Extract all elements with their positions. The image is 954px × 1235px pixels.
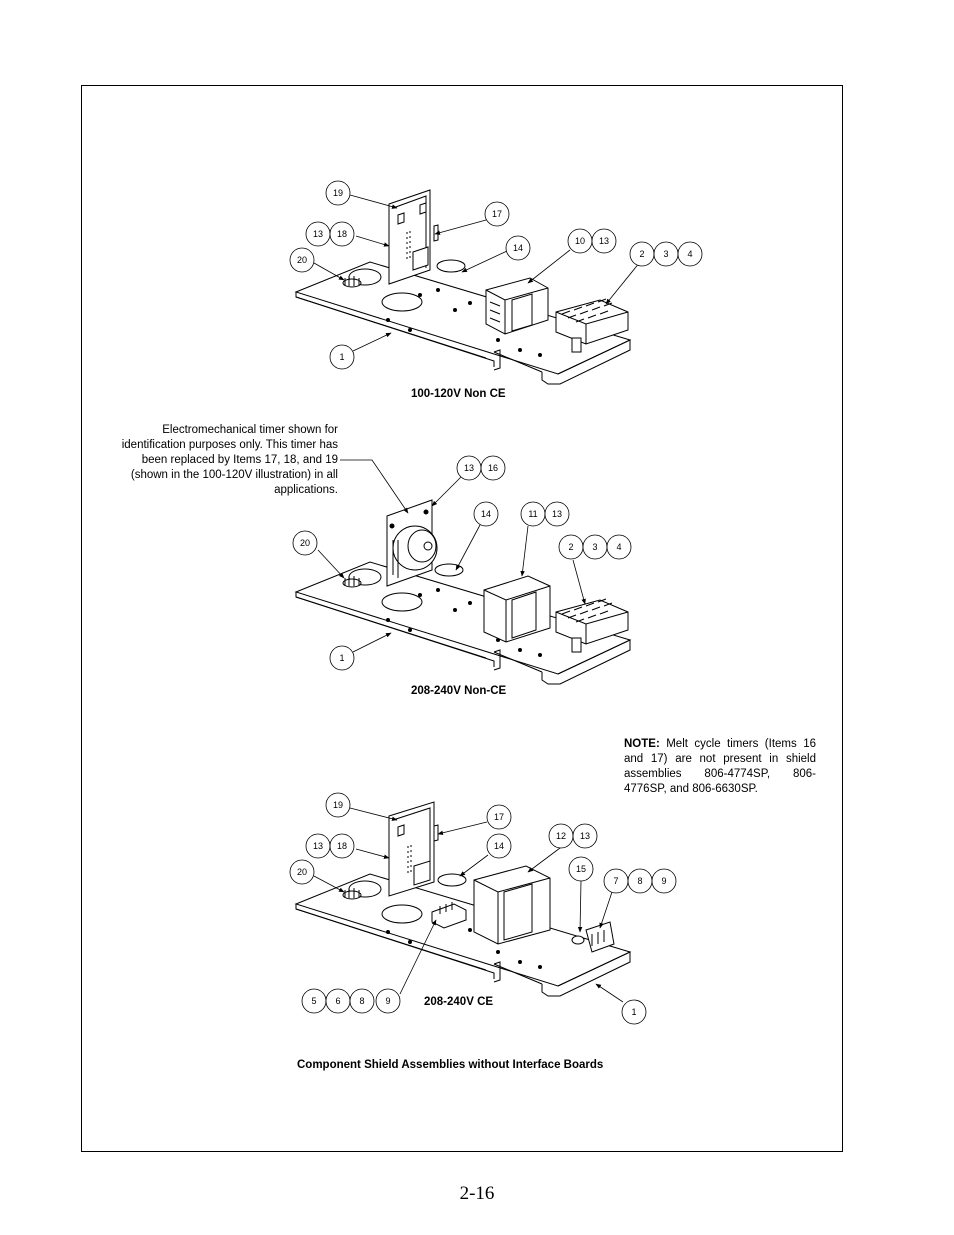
svg-text:8: 8 [637, 876, 642, 886]
caption-100-120v: 100-120V Non CE [411, 388, 506, 400]
assembly-1-leaders [313, 194, 641, 352]
svg-text:1: 1 [631, 1007, 636, 1017]
callout-18 [329, 833, 355, 859]
svg-text:4: 4 [687, 249, 692, 259]
svg-text:14: 14 [513, 243, 523, 253]
callout-14 [473, 501, 499, 527]
callout-4 [606, 534, 632, 560]
caption-208-240v-non-ce: 208-240V Non-CE [411, 685, 507, 697]
svg-text:18: 18 [337, 841, 347, 851]
svg-text:8: 8 [359, 996, 364, 1006]
svg-text:1: 1 [339, 653, 344, 663]
assembly-2-leaders [317, 459, 586, 653]
callout-14 [486, 833, 512, 859]
callout-13b [572, 823, 598, 849]
assembly-1-callouts [289, 180, 703, 370]
callout-1 [621, 999, 647, 1025]
melt-cycle-note: NOTE: Melt cycle timers (Items 16 and 17… [624, 737, 816, 797]
svg-text:17: 17 [492, 209, 502, 219]
svg-text:13: 13 [552, 509, 562, 519]
assembly-1-callout-labels: 19 13 18 20 17 14 10 13 2 3 4 1 [297, 188, 693, 362]
svg-text:1: 1 [339, 352, 344, 362]
svg-text:2: 2 [639, 249, 644, 259]
figure-caption: Component Shield Assemblies without Inte… [297, 1059, 604, 1071]
callout-1 [329, 645, 355, 671]
svg-text:20: 20 [297, 867, 307, 877]
svg-text:5: 5 [311, 996, 316, 1006]
callout-20 [289, 859, 315, 885]
callout-8b [349, 988, 375, 1014]
svg-text:7: 7 [613, 876, 618, 886]
svg-text:9: 9 [661, 876, 666, 886]
svg-text:19: 19 [333, 800, 343, 810]
svg-text:19: 19 [333, 188, 343, 198]
assembly-2-callout-labels: 13 16 14 11 13 20 2 3 4 1 [300, 463, 622, 663]
callout-13b [544, 501, 570, 527]
assembly-2-drawing [294, 499, 632, 685]
svg-text:13: 13 [580, 831, 590, 841]
svg-text:20: 20 [297, 255, 307, 265]
callout-9b [375, 988, 401, 1014]
svg-text:2: 2 [568, 542, 573, 552]
callout-20 [289, 247, 315, 273]
svg-text:13: 13 [313, 841, 323, 851]
callout-1 [329, 344, 355, 370]
svg-text:13: 13 [599, 236, 609, 246]
svg-text:20: 20 [300, 538, 310, 548]
callout-13b [591, 228, 617, 254]
callout-17 [484, 201, 510, 227]
svg-text:16: 16 [488, 463, 498, 473]
note-label: NOTE: [624, 738, 660, 750]
svg-text:10: 10 [575, 236, 585, 246]
svg-text:14: 14 [481, 509, 491, 519]
svg-text:17: 17 [494, 812, 504, 822]
assembly-3-drawing [294, 801, 632, 997]
timer-note: Electromechanical timer shown for identi… [121, 424, 338, 496]
callout-19 [325, 180, 351, 206]
figure-frame [81, 85, 843, 1152]
callout-15 [568, 856, 594, 882]
page-number: 2-16 [459, 1183, 495, 1204]
assembly-3-callout-labels: 19 17 12 13 13 18 14 15 20 7 8 9 5 6 8 9… [297, 800, 667, 1017]
svg-text:12: 12 [556, 831, 566, 841]
callout-20 [292, 530, 318, 556]
svg-text:3: 3 [663, 249, 668, 259]
callout-18 [329, 221, 355, 247]
svg-text:3: 3 [592, 542, 597, 552]
note-text: Melt cycle timers (Items 16 and 17) are … [624, 738, 816, 795]
assembly-3-leaders [313, 807, 624, 1003]
callout-14 [505, 235, 531, 261]
svg-text:14: 14 [494, 841, 504, 851]
svg-text:18: 18 [337, 229, 347, 239]
assembly-2-callouts [292, 455, 632, 671]
svg-text:4: 4 [616, 542, 621, 552]
svg-text:11: 11 [528, 509, 537, 519]
svg-text:13: 13 [464, 463, 474, 473]
callout-9 [651, 868, 677, 894]
assembly-3-callouts [289, 792, 677, 1025]
svg-text:15: 15 [576, 864, 586, 874]
callout-16 [480, 455, 506, 481]
callout-19 [325, 792, 351, 818]
svg-text:6: 6 [335, 996, 340, 1006]
svg-text:9: 9 [385, 996, 390, 1006]
caption-208-240v-ce: 208-240V CE [424, 996, 494, 1008]
callout-17 [486, 804, 512, 830]
svg-text:13: 13 [313, 229, 323, 239]
callout-4 [677, 241, 703, 267]
assembly-1-drawing [294, 189, 632, 385]
